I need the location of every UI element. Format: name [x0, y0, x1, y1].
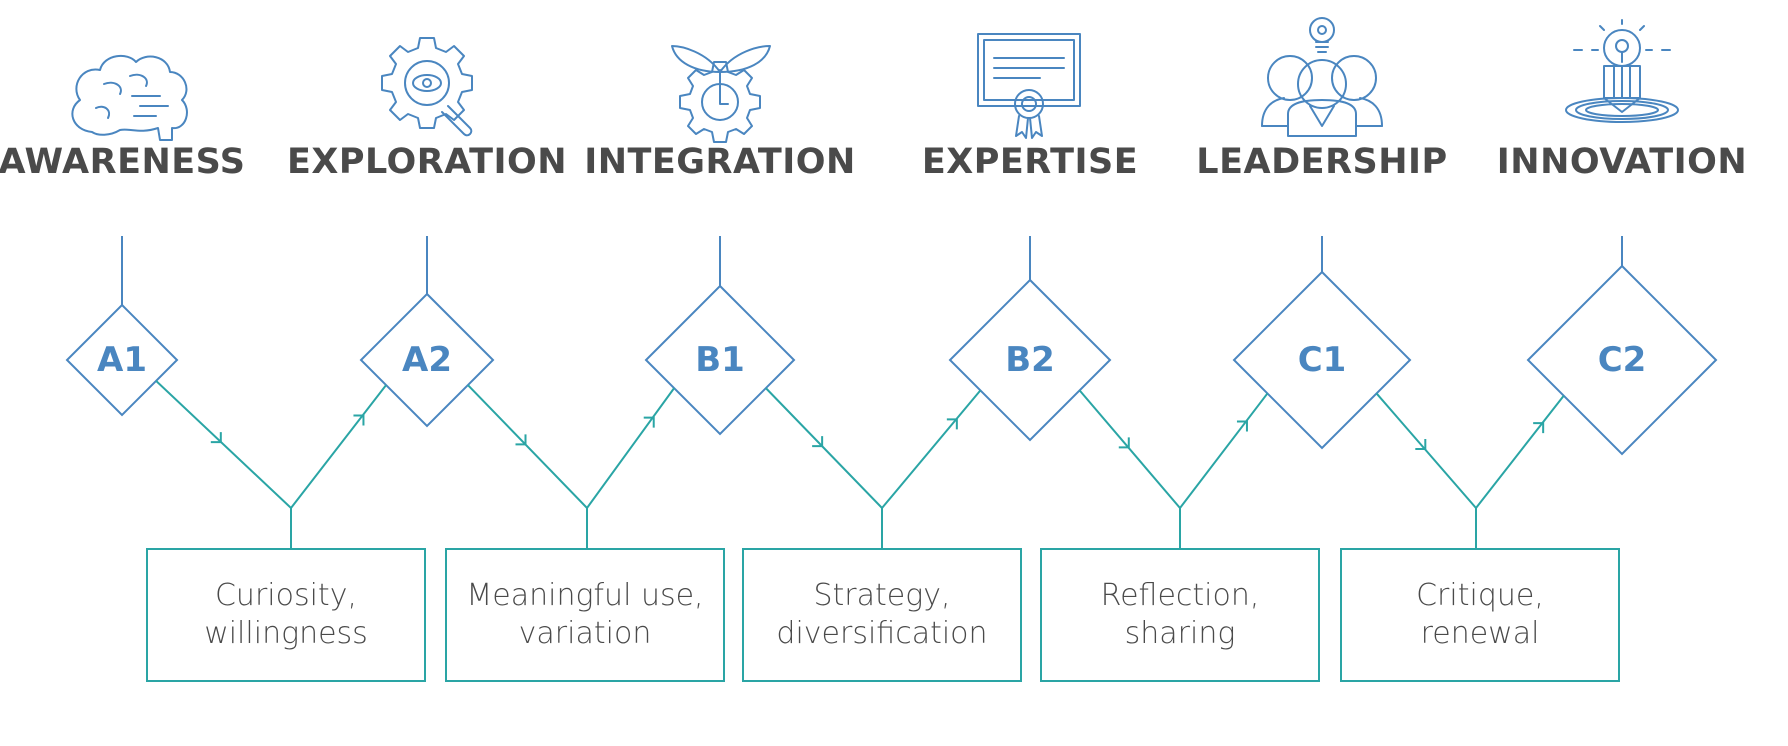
level-diamond — [1526, 264, 1718, 456]
lightbulb-pedestal-icon — [1565, 19, 1679, 123]
transition-box: Reflection,sharing — [1040, 548, 1320, 682]
level-code: A1 — [97, 340, 147, 380]
arrow-head — [1533, 422, 1545, 434]
gear-magnifier-icon — [381, 37, 473, 137]
arrow-head — [1236, 420, 1248, 432]
arrow-head — [515, 434, 527, 446]
transition-line-1: Reflection, — [1100, 578, 1260, 613]
transition-line-1: Meaningful use, — [466, 578, 704, 613]
transition-line-2: variation — [518, 616, 652, 651]
stage-label: INNOVATION — [1496, 142, 1748, 182]
transition-line-1: Strategy, — [813, 578, 951, 613]
transition-connector — [1078, 389, 1269, 510]
arrow-head — [353, 414, 365, 426]
level-code: C2 — [1597, 340, 1647, 380]
stage-label: EXPLORATION — [286, 142, 568, 182]
stage-label: LEADERSHIP — [1196, 142, 1448, 182]
transition-line-2: diversification — [776, 616, 988, 651]
certificate-icon — [977, 33, 1081, 139]
transition-connector — [467, 384, 675, 510]
transition-line-2: renewal — [1420, 616, 1540, 651]
transition-connector — [1375, 392, 1565, 510]
level-diamond — [359, 292, 495, 428]
brain-icon — [71, 54, 188, 141]
level-code: A2 — [402, 340, 452, 380]
transition-line-1: Curiosity, — [214, 578, 357, 613]
transition-box: Critique,renewal — [1340, 548, 1620, 682]
transition-text: Curiosity,willingness — [204, 577, 368, 653]
transition-text: Reflection,sharing — [1101, 577, 1260, 653]
level-code: B1 — [695, 340, 745, 380]
level-diamond — [65, 303, 179, 417]
arrow-head — [1415, 438, 1427, 450]
arrow-head — [643, 416, 655, 428]
level-diamond — [948, 278, 1112, 442]
arrow-head — [812, 436, 824, 448]
level-diamond — [1232, 270, 1412, 450]
transition-text: Meaningful use,variation — [466, 577, 703, 653]
sprout-gear-icon — [671, 45, 771, 143]
transition-line-1: Critique, — [1416, 578, 1544, 613]
transition-box: Strategy,diversification — [742, 548, 1022, 682]
stage-label: EXPERTISE — [921, 142, 1139, 182]
transition-connector — [155, 380, 387, 510]
level-code: B2 — [1005, 340, 1055, 380]
transition-line-2: sharing — [1124, 616, 1236, 651]
transition-box: Meaningful use,variation — [445, 548, 725, 682]
transition-connector — [765, 387, 982, 510]
transition-box: Curiosity,willingness — [146, 548, 426, 682]
arrow-head — [1118, 437, 1130, 449]
arrow-head — [946, 418, 958, 430]
stage-label: AWARENESS — [0, 142, 246, 182]
transition-text: Critique,renewal — [1416, 577, 1544, 653]
level-diamond — [644, 284, 796, 436]
transition-text: Strategy,diversification — [776, 577, 987, 653]
leader-group-icon — [1261, 17, 1383, 137]
level-code: C1 — [1297, 340, 1347, 380]
arrow-head — [210, 432, 222, 444]
stage-label: INTEGRATION — [584, 142, 856, 182]
transition-line-2: willingness — [204, 616, 368, 651]
